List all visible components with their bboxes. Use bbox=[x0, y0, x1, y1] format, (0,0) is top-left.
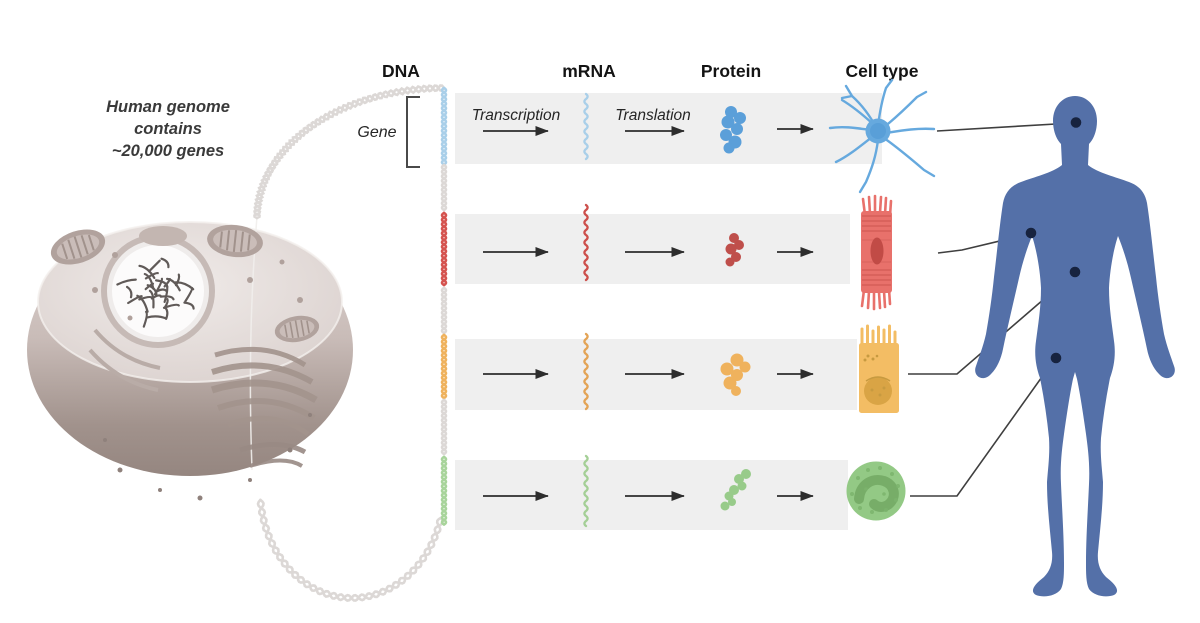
mrna-blue bbox=[583, 92, 589, 161]
cell-rim bbox=[37, 221, 343, 383]
dna-strand bbox=[440, 86, 448, 526]
genome-note-line1: Human genome bbox=[106, 98, 230, 116]
endoplasmic-reticulum bbox=[88, 328, 161, 392]
genome-note: Human genome contains ~20,000 genes bbox=[106, 98, 230, 160]
header-cell-type: Cell type bbox=[846, 61, 919, 81]
body-marker-dots bbox=[1025, 117, 1082, 364]
white-blood-cell-icon bbox=[846, 461, 906, 521]
header-dna: DNA bbox=[382, 61, 420, 81]
muscle-nucleus bbox=[870, 237, 884, 265]
transcription-label: Transcription bbox=[472, 107, 560, 124]
gene-label: Gene bbox=[357, 124, 396, 141]
mrna-red bbox=[583, 203, 589, 282]
protein-blue-icon bbox=[720, 106, 746, 154]
row-bands bbox=[455, 93, 882, 530]
gene-segment-green bbox=[440, 455, 448, 526]
protein-red-icon bbox=[725, 233, 744, 267]
row-band bbox=[455, 93, 882, 164]
neuron-icon bbox=[828, 78, 936, 194]
mrna-strands bbox=[583, 92, 589, 528]
wbc-nucleus bbox=[854, 475, 899, 512]
marker-dot-arm bbox=[1025, 227, 1037, 239]
genome-note-line2: contains bbox=[134, 120, 202, 138]
header-mrna: mRNA bbox=[562, 61, 616, 81]
row-band bbox=[455, 460, 848, 530]
genome-note-line3: ~20,000 genes bbox=[112, 142, 224, 160]
human-body-silhouette bbox=[975, 96, 1175, 597]
row-band bbox=[455, 214, 850, 284]
connector-epithelium-to-abdomen bbox=[908, 273, 1074, 375]
organelle-dots bbox=[92, 252, 303, 321]
muscle-cell-icon bbox=[860, 194, 893, 311]
marker-dot-abdomen bbox=[1069, 266, 1081, 278]
connector-neuron-to-head bbox=[936, 122, 1074, 132]
gene-bracket bbox=[406, 96, 420, 168]
mrna-green bbox=[583, 454, 589, 528]
translation-label: Translation bbox=[615, 107, 691, 124]
dna-loop bbox=[253, 84, 446, 602]
epithelial-nucleus bbox=[864, 377, 892, 405]
process-arrows bbox=[483, 123, 814, 502]
cell-cutaway-illustration bbox=[27, 215, 353, 501]
protein-green-icon bbox=[720, 469, 751, 511]
chromosomes bbox=[116, 257, 195, 328]
protein-orange-icon bbox=[720, 353, 751, 396]
intestinal-epithelial-cell-icon bbox=[859, 324, 899, 413]
header-protein: Protein bbox=[701, 61, 761, 81]
marker-dot-thigh bbox=[1050, 352, 1062, 364]
connector-wbc-to-thigh bbox=[910, 359, 1055, 497]
cytoplasm-speckles bbox=[103, 413, 312, 501]
golgi-apparatus bbox=[210, 346, 318, 468]
marker-dot-head bbox=[1070, 117, 1082, 128]
vesicle bbox=[139, 226, 187, 246]
mrna-orange bbox=[583, 332, 589, 411]
